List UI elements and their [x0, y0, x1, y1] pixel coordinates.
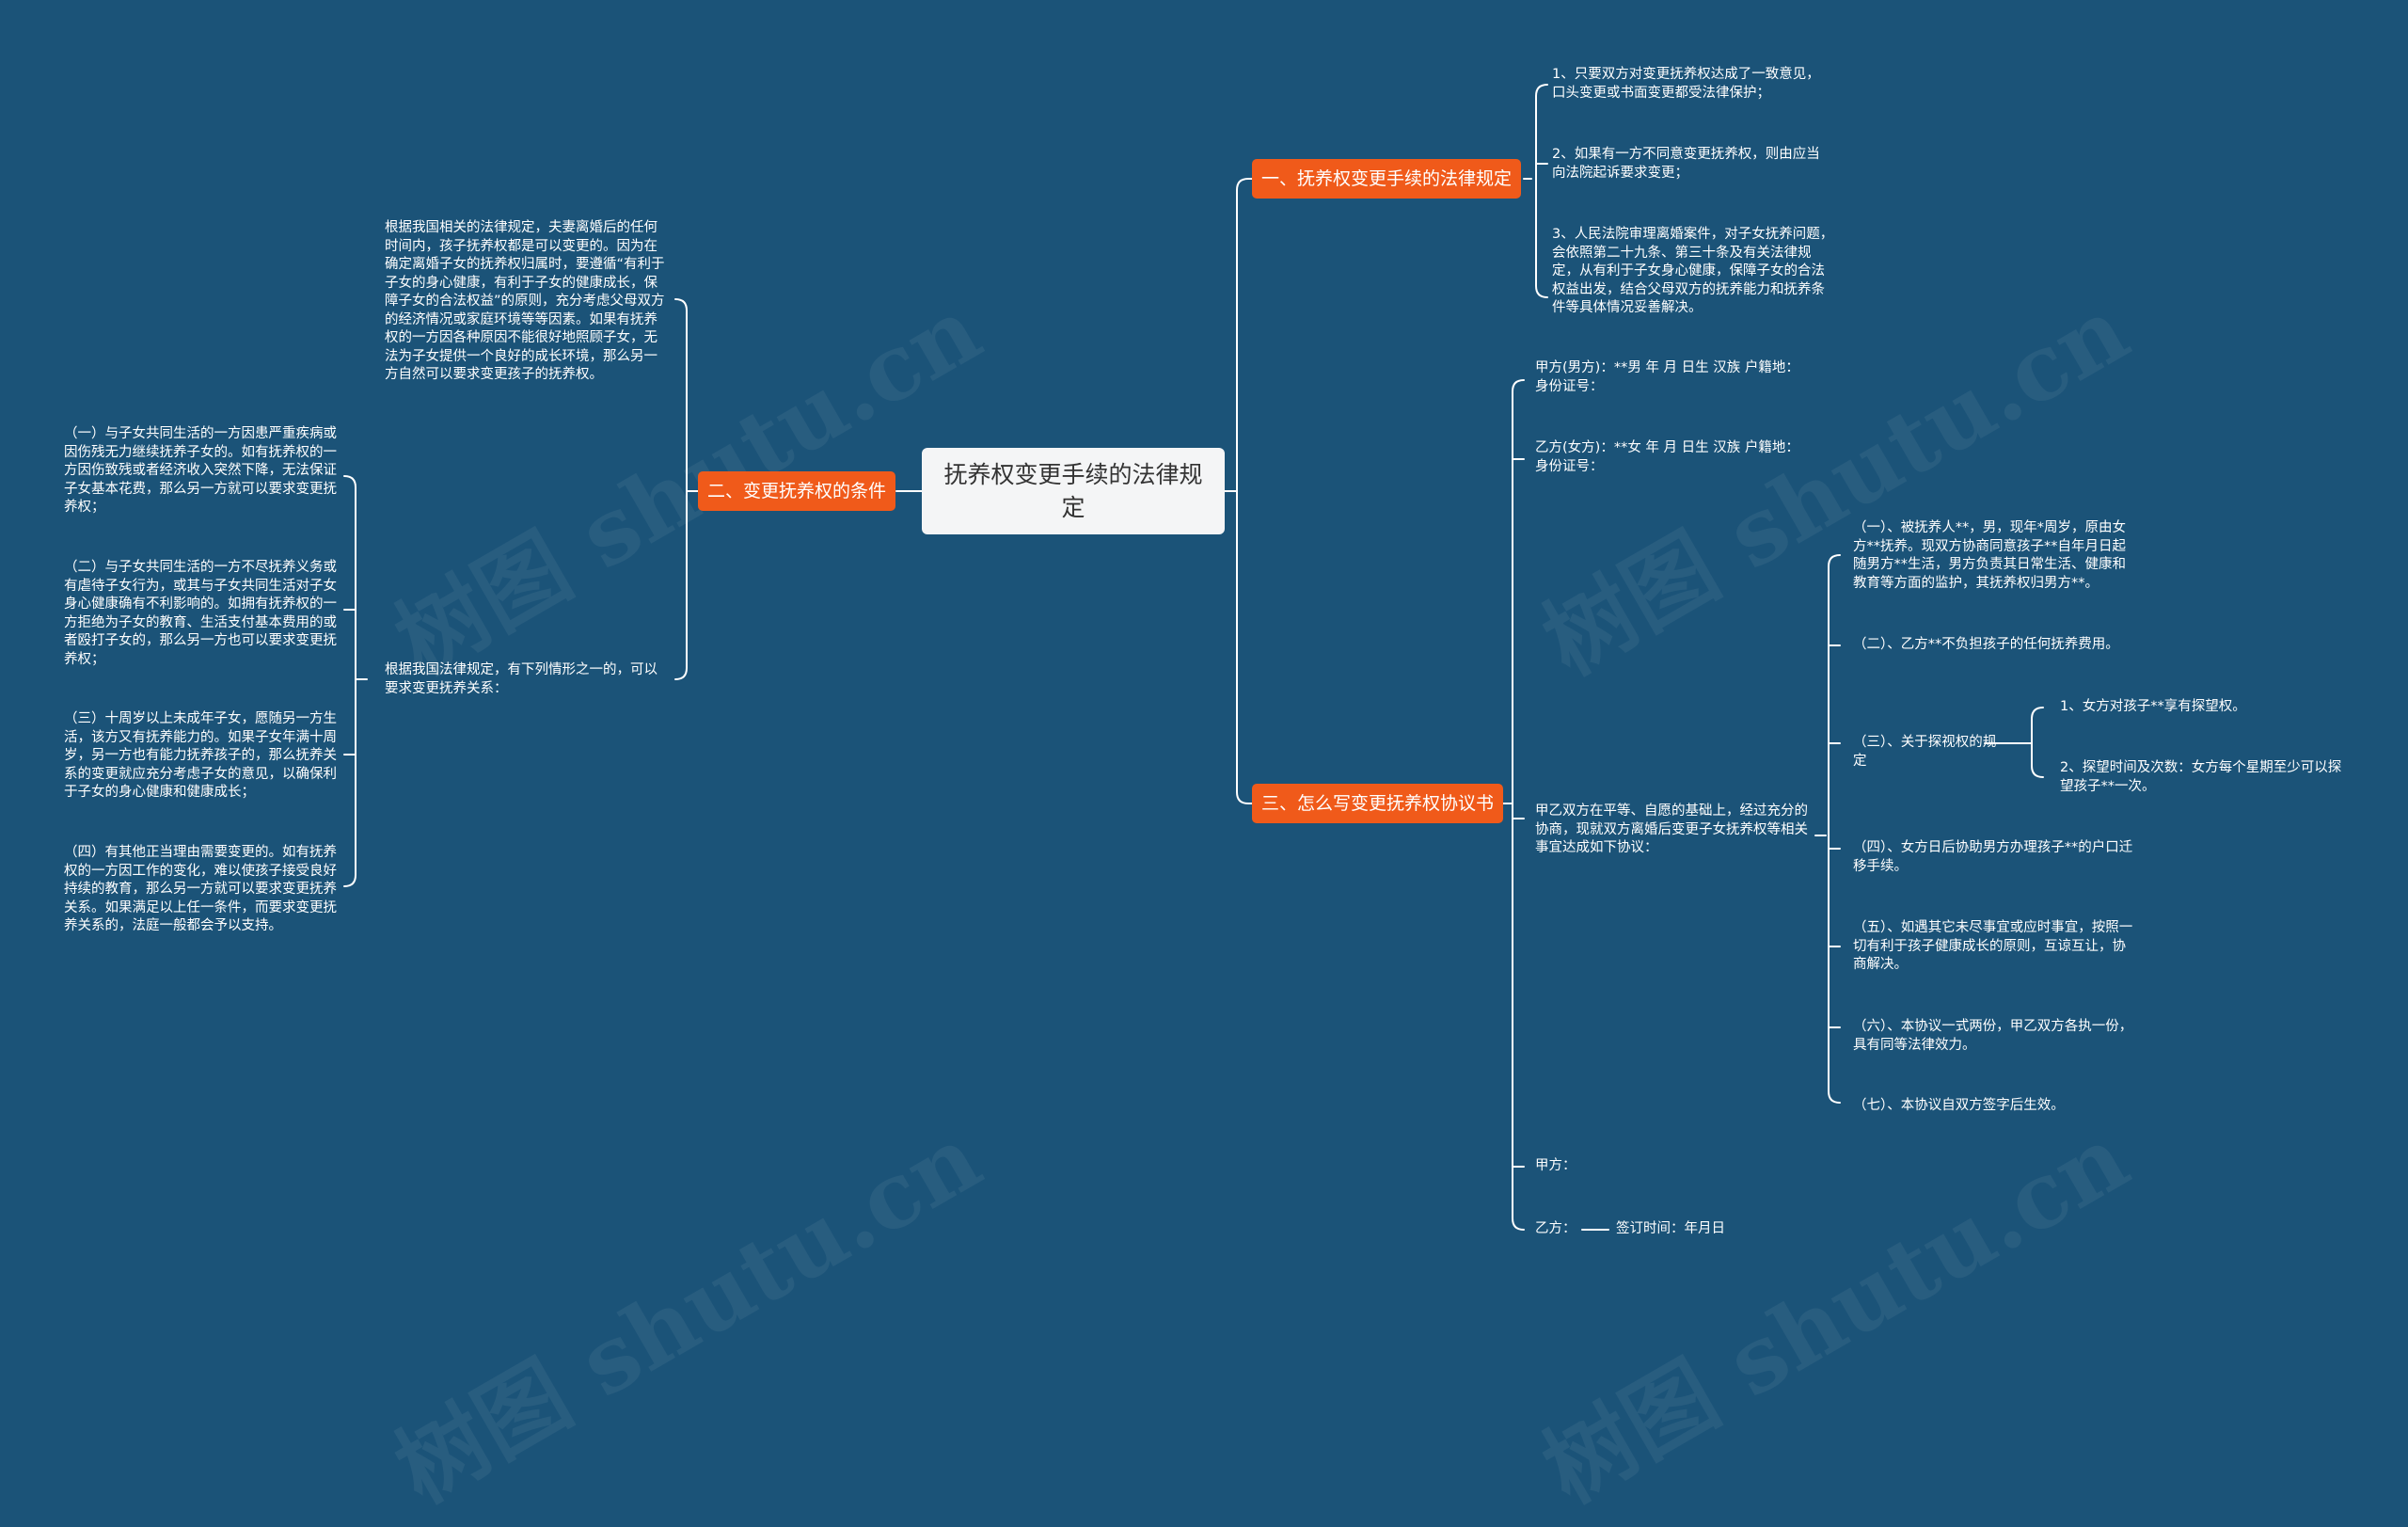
branch-agreement-writing[interactable]: 三、怎么写变更抚养权协议书	[1252, 784, 1504, 823]
clause-4: （四）、女方日后协助男方办理孩子**的户口迁移手续。	[1853, 840, 2133, 874]
b1-item-3: 3、人民法院审理离婚案件，对子女抚养问题，会依照第二十九条、第三十条及有关法律规…	[1552, 227, 1834, 315]
b3-party-b: 乙方(女方)：**女 年 月 日生 汉族 户籍地：身份证号：	[1535, 440, 1799, 474]
clause-2: （二）、乙方**不负担孩子的任何抚养费用。	[1853, 637, 2119, 652]
root-topic[interactable]: 抚养权变更手续的法律规定	[922, 448, 1225, 534]
connector-lines	[343, 84, 2044, 1231]
connector-visitation-bracket	[1984, 707, 2044, 778]
b2-case-1: （一）与子女共同生活的一方因患严重疾病或因伤残无力继续抚养子女的。如有抚养权的一…	[64, 426, 337, 515]
connector-root-b3	[1236, 490, 1253, 804]
clause-3: （三）、关于探视权的规定	[1853, 735, 1997, 769]
mindmap-canvas: 树图 shutu.cn 树图 shutu.cn 树图 shutu.cn 树图 s…	[64, 67, 2342, 1523]
b3-sign-time: 签订时间：年月日	[1616, 1221, 1725, 1236]
b2-case-2: （二）与子女共同生活的一方不尽抚养义务或有虐待子女行为，或其与子女共同生活对子女…	[64, 560, 337, 667]
b1-item-2: 2、如果有一方不同意变更抚养权，则由应当向法院起诉要求变更；	[1552, 147, 1820, 181]
b3-sign-b: 乙方：	[1535, 1221, 1576, 1236]
b2-case-4: （四）有其他正当理由需要变更的。如有抚养权的一方因工作的变化，难以使孩子接受良好…	[64, 845, 337, 933]
b1-item-1: 1、只要双方对变更抚养权达成了一致意见，口头变更或书面变更都受法律保护；	[1552, 67, 1820, 101]
connector-b1-bracket	[1523, 84, 1548, 298]
connector-cases-bracket	[343, 475, 368, 887]
b3-sign-a: 甲方：	[1535, 1158, 1576, 1173]
branch-legal-provisions[interactable]: 一、抚养权变更手续的法律规定	[1252, 159, 1522, 199]
branch-change-conditions[interactable]: 二、变更抚养权的条件	[698, 471, 896, 511]
b2-sub: 根据我国法律规定，有下列情形之一的，可以要求变更抚养关系：	[385, 662, 657, 696]
clause-1: （一）、被抚养人**，男，现年*周岁，原由女方**抚养。现双方协商同意孩子**自…	[1853, 520, 2126, 591]
visitation-2: 2、探望时间及次数：女方每个星期至少可以探望孩子**一次。	[2060, 760, 2342, 794]
connector-agreement-bracket	[1814, 554, 1841, 1104]
connector-b3-bracket	[1501, 379, 1525, 1231]
visitation-1: 1、女方对孩子**享有探望权。	[2060, 699, 2246, 714]
b3-party-a: 甲方(男方)：**男 年 月 日生 汉族 户籍地：身份证号：	[1535, 360, 1799, 394]
b2-case-3: （三）十周岁以上未成年子女，愿随另一方生活，该方又有抚养能力的。如果子女年满十周…	[64, 711, 337, 800]
b3-agreement: 甲乙双方在平等、自愿的基础上，经过充分的协商，现就双方离婚后变更子女抚养权等相关…	[1535, 803, 1808, 855]
clause-7: （七）、本协议自双方签字后生效。	[1853, 1098, 2065, 1113]
connector-root-b1	[1224, 178, 1253, 492]
clause-5: （五）、如遇其它未尽事宜或应时事宜，按照一切有利于孩子健康成长的原则，互谅互让，…	[1853, 920, 2133, 972]
connector-b2-bracket	[674, 298, 699, 680]
b2-intro: 根据我国相关的法律规定，夫妻离婚后的任何时间内，孩子抚养权都是可以变更的。因为在…	[385, 220, 665, 382]
clause-6: （六）、本协议一式两份，甲乙双方各执一份，具有同等法律效力。	[1853, 1019, 2133, 1053]
